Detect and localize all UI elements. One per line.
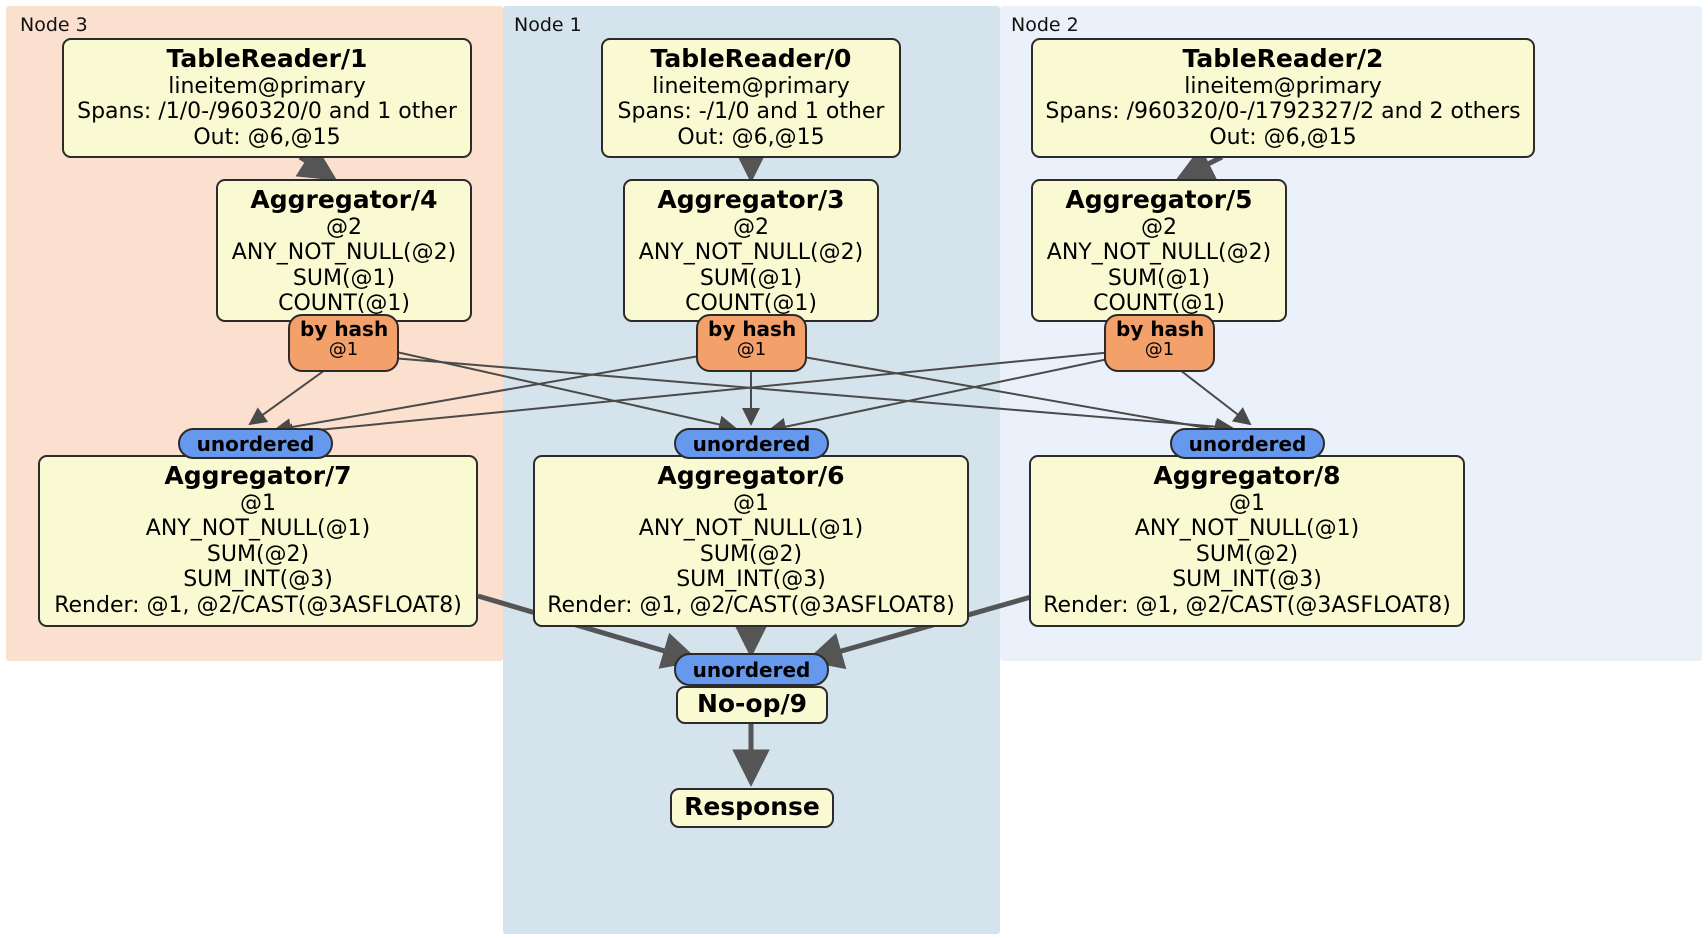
- processor-title: TableReader/2: [1182, 44, 1384, 73]
- processor-response[interactable]: Response: [670, 788, 834, 828]
- processor-line: @1: [1229, 490, 1265, 516]
- processor-line: ANY_NOT_NULL(@1): [1134, 516, 1360, 542]
- processor-line: Render: @1, @2/CAST(@3ASFLOAT8): [547, 592, 955, 618]
- processor-aggregator-3[interactable]: Aggregator/3 @2 ANY_NOT_NULL(@2) SUM(@1)…: [623, 179, 879, 322]
- router-column-label: @1: [736, 339, 767, 360]
- processor-aggregator-5[interactable]: Aggregator/5 @2 ANY_NOT_NULL(@2) SUM(@1)…: [1031, 179, 1287, 322]
- processor-title: Aggregator/8: [1153, 461, 1341, 490]
- processor-line: ANY_NOT_NULL(@1): [638, 516, 864, 542]
- processor-line: SUM(@1): [292, 265, 396, 291]
- router-unordered-left[interactable]: unordered: [178, 428, 333, 459]
- router-type-label: by hash: [708, 317, 797, 341]
- processor-line: ANY_NOT_NULL(@1): [145, 516, 371, 542]
- processor-title: No-op/9: [696, 689, 808, 718]
- processor-line: lineitem@primary: [1184, 73, 1382, 99]
- router-by-hash-right[interactable]: by hash @1: [1104, 314, 1215, 372]
- processor-title: Aggregator/6: [657, 461, 845, 490]
- router-type-label: by hash: [1116, 317, 1205, 341]
- processor-line: Render: @1, @2/CAST(@3ASFLOAT8): [54, 592, 462, 618]
- processor-title: Response: [684, 792, 820, 821]
- processor-aggregator-8[interactable]: Aggregator/8 @1 ANY_NOT_NULL(@1) SUM(@2)…: [1029, 455, 1465, 627]
- processor-aggregator-7[interactable]: Aggregator/7 @1 ANY_NOT_NULL(@1) SUM(@2)…: [38, 455, 478, 627]
- router-column-label: @1: [1144, 339, 1175, 360]
- router-type-label: by hash: [300, 317, 389, 341]
- processor-line: SUM(@2): [206, 541, 310, 567]
- node-panel-label-node1: Node 1: [514, 14, 582, 36]
- processor-table-reader-0[interactable]: TableReader/0 lineitem@primary Spans: -/…: [601, 38, 901, 158]
- processor-line: ANY_NOT_NULL(@2): [1046, 240, 1272, 266]
- router-unordered-mid[interactable]: unordered: [674, 428, 829, 459]
- processor-line: lineitem@primary: [652, 73, 850, 99]
- processor-title: Aggregator/4: [250, 185, 438, 214]
- processor-line: Render: @1, @2/CAST(@3ASFLOAT8): [1043, 592, 1451, 618]
- processor-line: SUM(@1): [699, 265, 803, 291]
- processor-line: SUM(@1): [1107, 265, 1211, 291]
- processor-line: COUNT(@1): [685, 291, 817, 317]
- node-panel-label-node3: Node 3: [20, 14, 88, 36]
- processor-table-reader-1[interactable]: TableReader/1 lineitem@primary Spans: /1…: [62, 38, 472, 158]
- processor-line: Out: @6,@15: [1209, 124, 1357, 150]
- processor-aggregator-6[interactable]: Aggregator/6 @1 ANY_NOT_NULL(@1) SUM(@2)…: [533, 455, 969, 627]
- processor-title: Aggregator/7: [164, 461, 352, 490]
- processor-title: TableReader/1: [166, 44, 368, 73]
- processor-line: @2: [733, 214, 769, 240]
- processor-line: Spans: /960320/0-/1792327/2 and 2 others: [1045, 99, 1521, 125]
- processor-aggregator-4[interactable]: Aggregator/4 @2 ANY_NOT_NULL(@2) SUM(@1)…: [216, 179, 472, 322]
- processor-title: Aggregator/3: [657, 185, 845, 214]
- node-panel-label-node2: Node 2: [1011, 14, 1079, 36]
- processor-line: ANY_NOT_NULL(@2): [638, 240, 864, 266]
- router-unordered-right[interactable]: unordered: [1170, 428, 1325, 459]
- processor-line: Out: @6,@15: [193, 124, 341, 150]
- processor-line: @2: [1141, 214, 1177, 240]
- processor-line: Spans: -/1/0 and 1 other: [617, 99, 885, 125]
- processor-line: Out: @6,@15: [677, 124, 825, 150]
- processor-line: COUNT(@1): [278, 291, 410, 317]
- processor-line: Spans: /1/0-/960320/0 and 1 other: [77, 99, 457, 125]
- processor-line: @1: [733, 490, 769, 516]
- processor-title: TableReader/0: [650, 44, 852, 73]
- processor-line: SUM(@2): [699, 541, 803, 567]
- processor-title: Aggregator/5: [1065, 185, 1253, 214]
- processor-table-reader-2[interactable]: TableReader/2 lineitem@primary Spans: /9…: [1031, 38, 1535, 158]
- processor-line: SUM_INT(@3): [1172, 567, 1322, 593]
- processor-noop-9[interactable]: No-op/9: [676, 686, 828, 724]
- processor-line: lineitem@primary: [168, 73, 366, 99]
- processor-line: SUM(@2): [1195, 541, 1299, 567]
- router-column-label: @1: [328, 339, 359, 360]
- router-by-hash-left[interactable]: by hash @1: [288, 314, 399, 372]
- processor-line: @1: [240, 490, 276, 516]
- processor-line: SUM_INT(@3): [183, 567, 333, 593]
- processor-line: @2: [326, 214, 362, 240]
- processor-line: SUM_INT(@3): [676, 567, 826, 593]
- processor-line: COUNT(@1): [1093, 291, 1225, 317]
- router-by-hash-mid[interactable]: by hash @1: [696, 314, 807, 372]
- processor-line: ANY_NOT_NULL(@2): [231, 240, 457, 266]
- router-unordered-final[interactable]: unordered: [674, 653, 829, 686]
